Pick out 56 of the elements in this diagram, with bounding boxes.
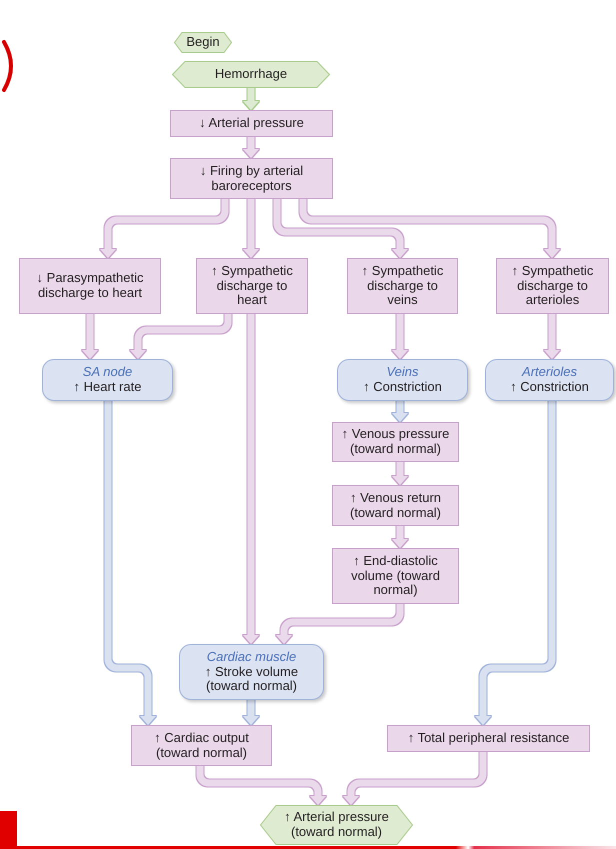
terminal-hexagon — [172, 61, 330, 88]
process-box — [196, 258, 308, 314]
node-label: ↑ Sympathetic discharge to arterioles — [510, 264, 594, 308]
node-heading: SA node — [82, 365, 132, 380]
process-box — [19, 258, 161, 314]
rounded-process-box — [179, 644, 324, 700]
node-label: ↑ Heart rate — [74, 380, 142, 395]
arrow — [243, 700, 259, 725]
arrow — [243, 137, 259, 158]
process-box — [332, 485, 459, 526]
process-box — [332, 548, 459, 604]
node-label: ↑ Total peripheral resistance — [408, 731, 570, 746]
node-label: ↑ Constriction — [510, 380, 589, 395]
node-label: ↓ Arterial pressure — [199, 116, 304, 131]
node-label: ↓ Firing by arterial baroreceptors — [198, 164, 304, 194]
arrow — [544, 314, 560, 359]
node-label: ↓ Parasympathetic discharge to heart — [36, 271, 144, 301]
node-label: ↑ End-diastolic volume (toward normal) — [350, 554, 441, 598]
node-heading: Veins — [386, 365, 419, 380]
terminal-hexagon — [174, 32, 232, 53]
arrow — [243, 88, 259, 110]
process-box — [347, 258, 458, 314]
terminal-hexagon — [260, 805, 413, 845]
node-heading: Arterioles — [522, 365, 577, 380]
arrow — [276, 604, 404, 644]
node-label: ↑ Cardiac output (toward normal) — [153, 730, 250, 760]
node-label: Begin — [186, 35, 220, 50]
node-heading: Cardiac muscle — [206, 650, 296, 665]
node-label: ↑ Arterial pressure (toward normal) — [283, 810, 390, 840]
rounded-process-box — [485, 359, 614, 401]
node-label: ↑ Stroke volume (toward normal) — [204, 664, 300, 694]
process-box — [387, 725, 590, 752]
rounded-process-box — [42, 359, 173, 401]
process-box — [170, 110, 333, 137]
process-box — [131, 725, 272, 766]
arrow — [392, 462, 408, 485]
arrow — [196, 766, 326, 805]
node-label: ↑ Constriction — [363, 380, 442, 395]
node-label: Hemorrhage — [214, 67, 288, 82]
arrow — [104, 401, 156, 725]
node-label: ↑ Venous pressure (toward normal) — [340, 427, 450, 457]
arrow — [392, 401, 408, 422]
process-box — [332, 422, 459, 462]
arrow — [475, 401, 556, 725]
arrow — [243, 314, 259, 644]
arrow — [343, 752, 486, 805]
process-box — [496, 258, 609, 314]
arrow — [392, 526, 408, 548]
node-label: ↑ Sympathetic discharge to heart — [210, 264, 294, 308]
arrow — [243, 199, 259, 258]
process-box — [170, 158, 333, 199]
arrow — [392, 314, 408, 359]
rounded-process-box — [337, 359, 468, 401]
arrow — [82, 314, 98, 359]
node-label: ↑ Venous return (toward normal) — [348, 490, 442, 520]
node-label: ↑ Sympathetic discharge to veins — [360, 264, 444, 308]
